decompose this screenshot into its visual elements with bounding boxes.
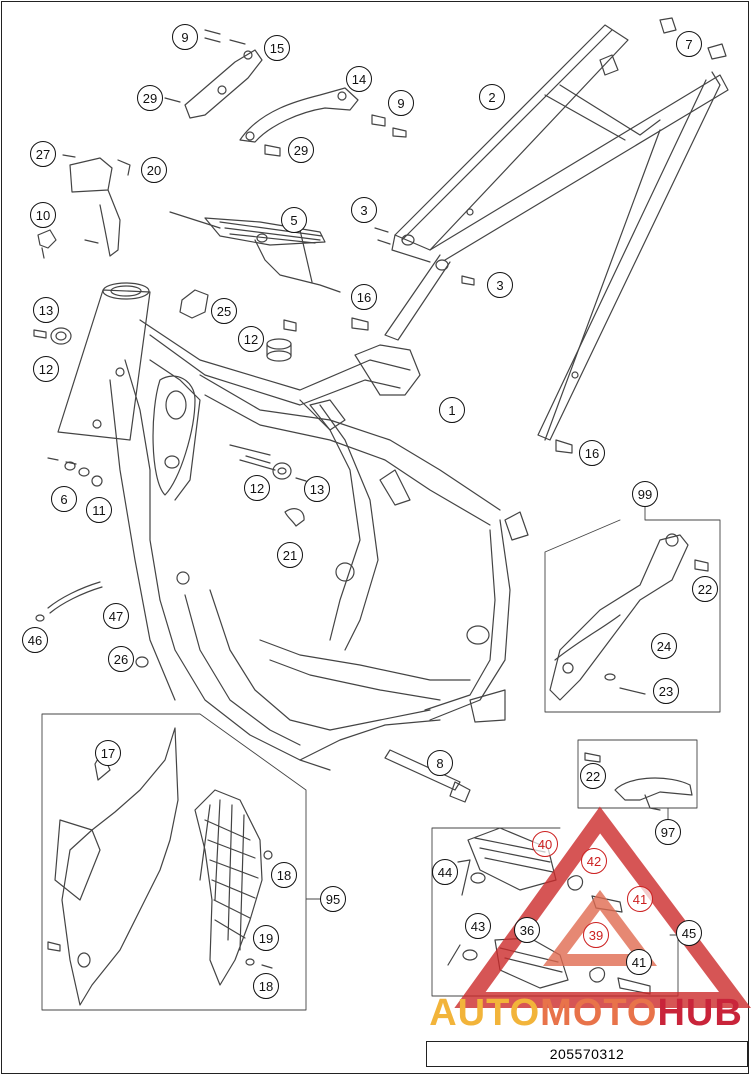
callout-8[interactable]: 8 <box>427 750 453 776</box>
callout-26[interactable]: 26 <box>108 646 134 672</box>
callout-18-upper[interactable]: 18 <box>271 862 297 888</box>
callout-23[interactable]: 23 <box>653 678 679 704</box>
callout-27[interactable]: 27 <box>30 141 56 167</box>
callout-41-lower[interactable]: 41 <box>626 949 652 975</box>
callout-2[interactable]: 2 <box>479 84 505 110</box>
callout-19[interactable]: 19 <box>253 925 279 951</box>
callout-16-upper[interactable]: 16 <box>351 284 377 310</box>
watermark-triangles <box>454 806 751 1008</box>
callout-47[interactable]: 47 <box>103 603 129 629</box>
callout-13-left[interactable]: 13 <box>33 297 59 323</box>
callout-99[interactable]: 99 <box>632 481 658 507</box>
watermark-auto: AUTO <box>429 991 541 1034</box>
callout-11[interactable]: 11 <box>86 497 112 523</box>
callout-5[interactable]: 5 <box>281 207 307 233</box>
callout-95[interactable]: 95 <box>320 886 346 912</box>
rear-subframe-drawing <box>384 24 729 441</box>
callout-1[interactable]: 1 <box>439 397 465 423</box>
callout-42[interactable]: 42 <box>581 848 607 874</box>
callout-3-upper[interactable]: 3 <box>351 197 377 223</box>
callout-18-lower[interactable]: 18 <box>253 973 279 999</box>
brake-pedal-drawing <box>549 533 709 701</box>
callout-29-top[interactable]: 29 <box>137 85 163 111</box>
drawing-number: 205570312 <box>549 1046 625 1062</box>
watermark-moto: MOTO <box>540 991 658 1034</box>
callout-36[interactable]: 36 <box>514 917 540 943</box>
callout-46[interactable]: 46 <box>22 627 48 653</box>
callout-40[interactable]: 40 <box>532 831 558 857</box>
callout-13-mid[interactable]: 13 <box>304 476 330 502</box>
frame-protectors-drawing <box>47 727 273 1006</box>
callout-21[interactable]: 21 <box>277 542 303 568</box>
callout-15[interactable]: 15 <box>264 35 290 61</box>
callout-43[interactable]: 43 <box>465 913 491 939</box>
callout-97[interactable]: 97 <box>655 819 681 845</box>
callout-45[interactable]: 45 <box>676 920 702 946</box>
callout-9-mid[interactable]: 9 <box>388 90 414 116</box>
callout-9-top[interactable]: 9 <box>172 24 198 50</box>
callout-14[interactable]: 14 <box>346 66 372 92</box>
drawing-number-box: 205570312 <box>426 1041 748 1067</box>
watermark-hub: HUB <box>657 991 743 1034</box>
callout-12-mid[interactable]: 12 <box>244 475 270 501</box>
callout-6[interactable]: 6 <box>51 486 77 512</box>
callout-10[interactable]: 10 <box>30 202 56 228</box>
group-box-99 <box>545 520 721 713</box>
callout-3-lower[interactable]: 3 <box>487 272 513 298</box>
callout-44[interactable]: 44 <box>432 859 458 885</box>
callout-12-left[interactable]: 12 <box>33 356 59 382</box>
small-parts-drawing <box>33 17 727 803</box>
callout-41-upper[interactable]: 41 <box>627 886 653 912</box>
callout-20[interactable]: 20 <box>141 157 167 183</box>
callout-17[interactable]: 17 <box>95 740 121 766</box>
callout-29-mid[interactable]: 29 <box>288 137 314 163</box>
callout-22-upper[interactable]: 22 <box>692 576 718 602</box>
callout-12-center[interactable]: 12 <box>238 326 264 352</box>
callout-24[interactable]: 24 <box>651 633 677 659</box>
main-frame-drawing <box>57 282 529 771</box>
callout-22-lower[interactable]: 22 <box>580 763 606 789</box>
callout-16-lower[interactable]: 16 <box>579 440 605 466</box>
callout-39[interactable]: 39 <box>583 922 609 948</box>
callout-25[interactable]: 25 <box>211 298 237 324</box>
callout-7[interactable]: 7 <box>676 31 702 57</box>
